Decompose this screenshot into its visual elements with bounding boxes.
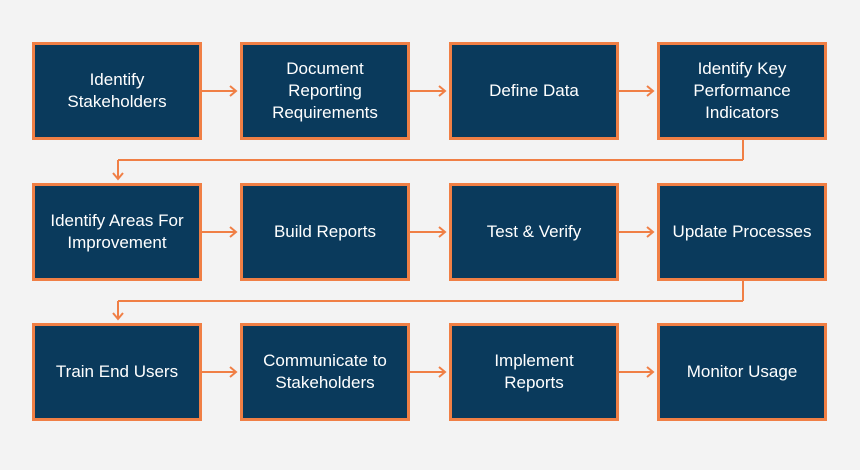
step-define-data: Define Data bbox=[449, 42, 619, 140]
step-label: Build Reports bbox=[273, 222, 377, 241]
step-build-reports: Build Reports bbox=[240, 183, 410, 281]
step-label: Define Data bbox=[489, 81, 579, 100]
flow-arrow-head bbox=[646, 366, 655, 378]
wrap-arrow-head bbox=[112, 172, 124, 181]
step-label: Monitor Usage bbox=[686, 362, 798, 381]
step-train-end-users: Train End Users bbox=[32, 323, 202, 421]
step-label: Test & Verify bbox=[486, 222, 582, 241]
flow-arrow-head bbox=[438, 85, 447, 97]
flow-arrow-head bbox=[646, 226, 655, 238]
flow-arrow-head bbox=[229, 366, 238, 378]
step-monitor-usage: Monitor Usage bbox=[657, 323, 827, 421]
flow-arrow-head bbox=[438, 226, 447, 238]
step-test-verify: Test & Verify bbox=[449, 183, 619, 281]
step-label: Update Processes bbox=[672, 222, 812, 241]
flow-arrow-head bbox=[229, 226, 238, 238]
flow-arrow-head bbox=[646, 85, 655, 97]
wrap-arrow-head bbox=[112, 312, 124, 321]
flow-arrow-head bbox=[438, 366, 447, 378]
step-label: Train End Users bbox=[55, 362, 179, 381]
flow-arrow-head bbox=[229, 85, 238, 97]
step-update-processes: Update Processes bbox=[657, 183, 827, 281]
